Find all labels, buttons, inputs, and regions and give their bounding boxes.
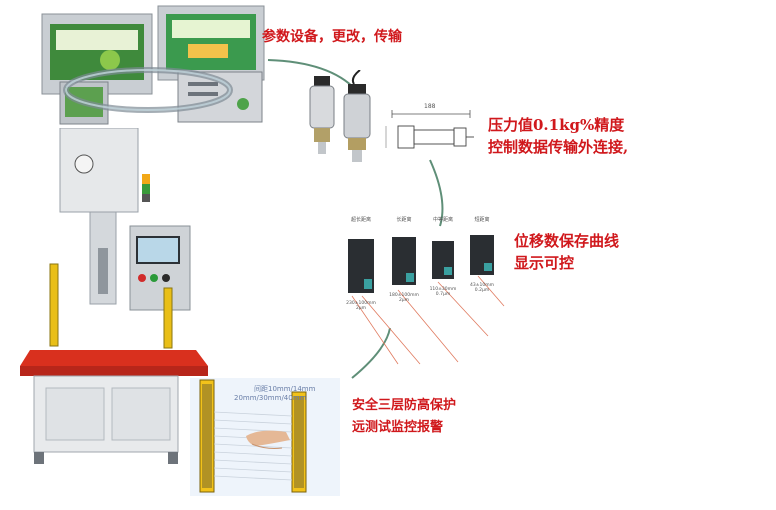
laser-beams — [351, 275, 505, 365]
sensor-3-accuracy: 0.7μm — [435, 292, 451, 297]
sensor-3-body — [432, 241, 454, 279]
pressure-annotation-line2: 控制数据传输外连接, — [488, 138, 629, 156]
displacement-annotation-line1: 位移数保存曲线 — [514, 232, 620, 250]
sensor-2-title: 长距离 — [396, 217, 412, 223]
displacement-annotation-line2: 显示可控 — [514, 254, 575, 272]
servo-press-machine — [20, 127, 220, 468]
sensor-2-body — [392, 237, 416, 285]
light-curtain-illustration — [199, 379, 307, 493]
light-curtain-pitch-label-2: 20mm/30mm/40mm — [234, 394, 307, 402]
sensor-4-title: 短距离 — [474, 217, 490, 223]
displacement-sensor-2: 长距离 180±100mm 2μm — [388, 216, 420, 303]
safety-annotation-line2: 远测试监控报警 — [352, 420, 444, 435]
pressure-sensor-group — [300, 69, 390, 166]
light-curtain-pitch-label: 间距10mm/14mm — [254, 385, 316, 393]
sensor-3-range: 110±30mm — [429, 287, 457, 292]
technical-drawing-illustration — [385, 110, 474, 149]
pressure-sensor-illustration — [309, 69, 371, 162]
sensor-3-title: 中等距离 — [432, 217, 453, 223]
sensor-1-body — [348, 239, 374, 293]
safety-annotation-line1: 安全三层防高保护 — [352, 398, 457, 413]
sensor-technical-drawing: 188 — [378, 103, 478, 166]
sensor-4-range: 43±10mm — [470, 283, 494, 288]
drawing-dimension-label: 188 — [424, 103, 436, 110]
sensor-1-range: 230±100mm — [346, 301, 376, 306]
sensor-4-body — [470, 235, 494, 275]
industrial-computer-illustration — [41, 5, 265, 125]
displacement-sensor-group: 超长距离 230±100mm 2μm 长距离 180±100mm 2μm 中等距… — [338, 216, 506, 366]
pressure-annotation-line1: 压力值0.1kg%精度 — [488, 116, 625, 134]
light-curtain-panel: 间距10mm/14mm 20mm/30mm/40mm — [190, 378, 340, 496]
displacement-sensor-3: 中等距离 110±30mm 0.7μm — [428, 216, 458, 297]
displacement-sensor-1: 超长距离 230±100mm 2μm — [344, 216, 378, 311]
displacement-sensor-4: 短距离 43±10mm 0.2μm — [466, 216, 498, 293]
sensor-4-accuracy: 0.2μm — [474, 288, 490, 293]
params-annotation: 参数设备，更改，传输 — [262, 29, 402, 45]
press-machine-illustration — [20, 127, 208, 464]
sensor-2-accuracy: 2μm — [398, 298, 410, 303]
sensor-2-range: 180±100mm — [389, 293, 419, 298]
sensor-1-accuracy: 2μm — [355, 306, 367, 311]
sensor-1-title: 超长距离 — [350, 217, 371, 223]
industrial-computer-group — [38, 4, 268, 128]
